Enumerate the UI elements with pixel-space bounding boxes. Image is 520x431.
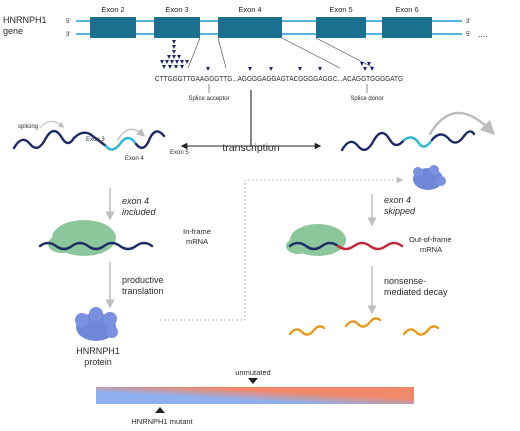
exon3-label: Exon 3 [86,137,105,143]
gene-ellipsis: .... [478,29,488,39]
exon-6-label: Exon 6 [395,5,418,14]
exon4-label: Exon 4 [125,156,144,162]
transcription-arrows: transcription [180,90,322,154]
strand-label-3prime-bottom: 3' [66,32,70,38]
protein-label: HNRNPH1 [76,346,120,356]
exon-5-label: Exon 5 [329,5,352,14]
exon-4-box [218,17,282,38]
exon-5-box [316,17,366,38]
exon4-included-label: exon 4 [122,196,149,206]
exon4-skipped-label: exon 4 [384,195,411,205]
right-pre-mrna [340,111,496,152]
feedback-arrow [160,176,404,321]
outframe-mrna-frameshift [336,241,404,251]
gene-label: HNRNPH1 gene [3,15,47,36]
mutation-markers [160,40,374,71]
mutation-gradient-bar [96,387,414,404]
right-ribosome [286,224,346,256]
exon-2-box [90,17,136,38]
nmd-label-2: mediated decay [384,287,448,297]
mutant-label: HNRNPH1 mutant [131,417,193,426]
svg-text:gene: gene [3,26,23,36]
nmd-label: nonsense- [384,276,426,286]
hnrnph1-protein-blob [75,307,118,341]
exon-2-label: Exon 2 [101,5,124,14]
unmutated-marker [248,378,258,384]
exon-boxes: Exon 2 Exon 3 Exon 4 Exon 5 Exon 6 [90,5,432,38]
inframe-label-2: mRNA [186,237,208,246]
exon-3-box [154,17,200,38]
productive-label-2: translation [122,286,164,296]
strand-label-3prime-top: 3' [466,19,470,25]
outframe-mrna-normal [288,241,340,251]
exon4-included-label-2: included [122,207,157,217]
unmutated-label: unmutated [235,368,270,377]
mutant-marker [155,407,165,413]
strand-label-5prime-top: 5' [66,19,70,25]
svg-text:Splice donor: Splice donor [350,96,383,102]
exon4-skipped-label-2: skipped [384,206,416,216]
exon-6-box [382,17,432,38]
splice-donor: Splice donor [350,84,384,102]
protein-label-2: protein [84,357,112,367]
zoom-lines [187,37,375,69]
exon-3-label: Exon 3 [165,5,188,14]
exon4-sequence: CTTGGGTTGAAGGGTTG...AGGGGAGGAGTACGGGGAGG… [155,74,403,83]
exon5-label: Exon 5 [170,150,189,156]
decay-fragments [288,317,440,336]
strand-label-5prime-bottom: 5' [466,32,470,38]
exon-4-label: Exon 4 [238,5,261,14]
inframe-mrna [38,241,154,251]
left-ribosome [48,220,116,256]
svg-text:Splice acceptor: Splice acceptor [188,96,229,102]
inframe-label: In-frame [183,227,211,236]
left-pre-mrna [12,121,166,151]
outframe-label-2: mRNA [420,245,442,254]
splicing-label: splicing [18,124,38,130]
transcription-label: transcription [222,142,279,154]
splicing-factor-blob [413,165,446,190]
outframe-label: Out-of-frame [409,235,452,244]
splice-acceptor: Splice acceptor [188,84,230,102]
svg-text:HNRNPH1: HNRNPH1 [3,15,47,25]
productive-label: productive [122,275,164,285]
